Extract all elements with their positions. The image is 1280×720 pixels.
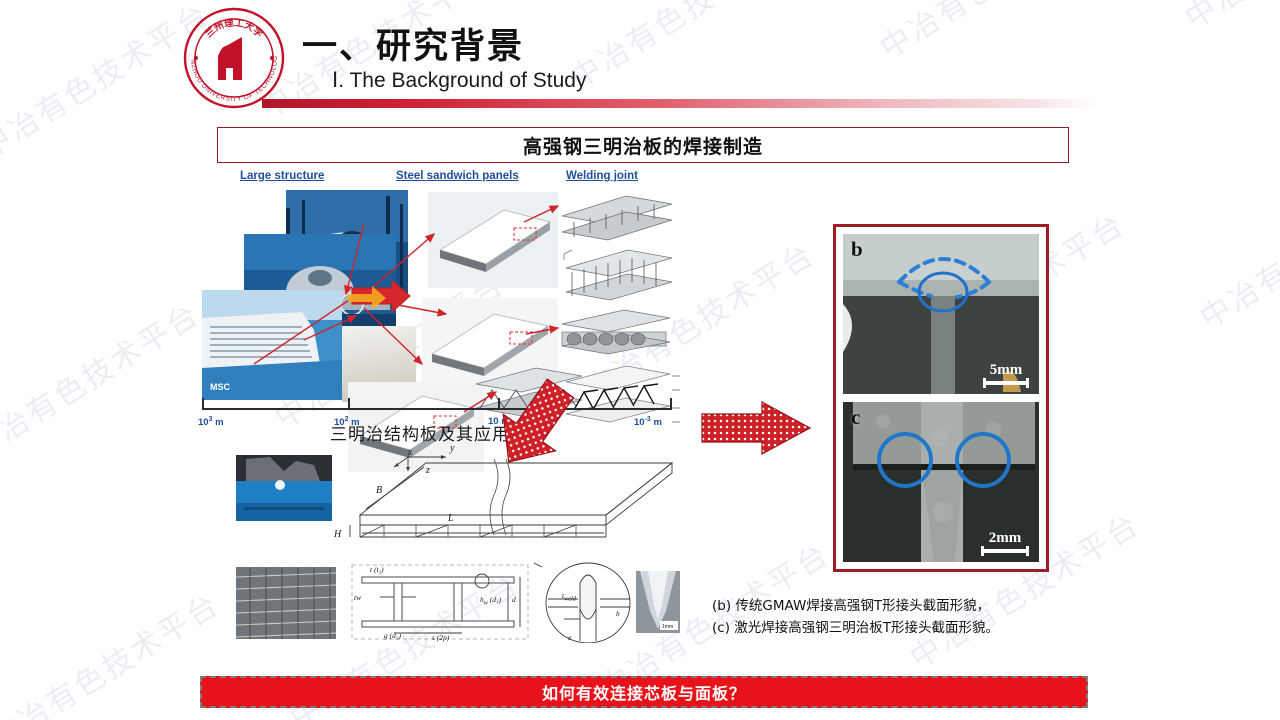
cross-section-dimension-drawing	[351, 564, 529, 640]
watermark-text: 中冶有色技术平台	[1175, 0, 1280, 37]
sandwich-panel-3d-drawing	[349, 455, 674, 538]
scale-tick	[498, 398, 500, 409]
subtitle-text: 高强钢三明治板的焊接制造	[522, 135, 763, 158]
dim-label-y: y	[450, 443, 455, 454]
photo-welding-robot	[236, 455, 332, 521]
scale-label-1e3m: 103 m	[198, 416, 224, 429]
subtitle-box: 高强钢三明治板的焊接制造	[217, 127, 1069, 163]
dim-label-d: d	[512, 595, 516, 604]
dim-label-g-d2: g (d₂)	[384, 631, 401, 640]
figure-sandwich-geometry: x y z B L H	[236, 443, 680, 643]
dim-label-H: H	[334, 529, 342, 540]
micrograph-b-label: b	[851, 237, 863, 261]
figure-heading-steel-sandwich-panels: Steel sandwich panels	[396, 170, 519, 182]
micrograph-c-scale-text: 2mm	[988, 530, 1022, 546]
dim-label-B: B	[376, 485, 383, 496]
photo-cruise-ship: MSC	[202, 290, 342, 400]
scale-label-1e-3m: 10-3 m	[634, 416, 662, 429]
figure-left-caption: 三明治结构板及其应用	[330, 425, 510, 445]
photo-weld-micrograph-thumb: 1mm	[636, 571, 680, 633]
figure-heading-welding-joint: Welding joint	[566, 170, 638, 182]
weld-scale-text: 1mm	[662, 624, 673, 630]
scalebar-line	[983, 378, 1029, 388]
micrograph-c-scalebar: 2mm	[981, 530, 1029, 556]
photo-steel-grating	[236, 567, 336, 639]
scale-tick	[348, 398, 350, 409]
dim-label-s-2p: s (2p)	[432, 633, 450, 642]
dim-label-t: t (t₂)	[370, 565, 384, 574]
weld-detail-magnifier	[534, 562, 631, 643]
scale-label-10m: 10 m	[488, 416, 510, 427]
micrograph-caption-line-c: (c) 激光焊接高强钢三明治板T形接头截面形貌。	[712, 619, 999, 636]
micrograph-b-scalebar: 5mm	[983, 362, 1029, 388]
university-logo: 兰州理工大学 LANZHOU UNIVERSITY OF TECHNOLOGY	[180, 1, 286, 110]
diagonal-red-arrow	[502, 378, 575, 463]
watermark-text: 中冶有色技术平台	[564, 0, 807, 97]
micrograph-caption-line-b: (b) 传统GMAW焊接高强钢T形接头截面形貌，	[712, 598, 991, 614]
watermark-text: 中冶有色技术平台	[870, 0, 1117, 67]
scale-axis-line	[202, 408, 672, 410]
scale-tick	[202, 398, 204, 409]
header-divider	[262, 99, 1098, 108]
micrograph-c: c 2mm	[843, 402, 1039, 562]
micrograph-b-scale-text: 5mm	[989, 362, 1023, 378]
dim-label-L: L	[448, 513, 454, 524]
dim-label-tweld: tweld	[562, 591, 576, 603]
bottom-question-banner: 如何有效连接芯板与面板？	[200, 676, 1088, 708]
dim-label-hw-d1: hw (d₁)	[480, 595, 502, 607]
watermark-text: 中冶有色技术平台	[0, 296, 207, 467]
scale-tick	[670, 398, 672, 409]
scale-label-1e2m: 102 m	[334, 416, 360, 429]
watermark-text: 中冶有色技术平台	[0, 586, 227, 720]
svg-text:MSC: MSC	[210, 382, 231, 392]
figure-heading-large-structure: Large structure	[240, 170, 325, 182]
micrograph-caption: (b) 传统GMAW焊接高强钢T形接头截面形貌， (c) 激光焊接高强钢三明治板…	[712, 596, 1182, 639]
core-tubular-panel	[552, 308, 676, 367]
page-title-cn: 一、研究背景	[302, 27, 525, 67]
dim-label-tw: tw	[354, 593, 362, 602]
dim-label-z: z	[426, 465, 430, 476]
dim-label-e: e	[568, 633, 572, 642]
micrograph-b: b 5mm	[843, 234, 1039, 394]
core-web-truss-panel	[558, 246, 678, 309]
panel-plate-top	[428, 192, 558, 293]
svg-text:兰州理工大学: 兰州理工大学	[203, 18, 266, 41]
dim-label-h: h	[616, 609, 620, 618]
figure-sandwich-overview: Large structure Steel sandwich panels We…	[196, 168, 686, 638]
page-title-en: Ⅰ. The Background of Study	[332, 69, 587, 92]
scalebar-line	[981, 546, 1029, 556]
micrograph-c-label: c	[851, 405, 861, 429]
watermark-text: 中冶有色技术平台	[1194, 166, 1280, 337]
core-lattice-panel	[558, 364, 684, 435]
bottom-question-text: 如何有效连接芯板与面板？	[541, 684, 746, 703]
micrograph-panel: b 5mm c 2mm	[833, 224, 1049, 572]
horizontal-red-arrow	[701, 400, 812, 456]
core-i-core-panel	[556, 190, 676, 249]
dim-label-x: x	[408, 447, 413, 458]
